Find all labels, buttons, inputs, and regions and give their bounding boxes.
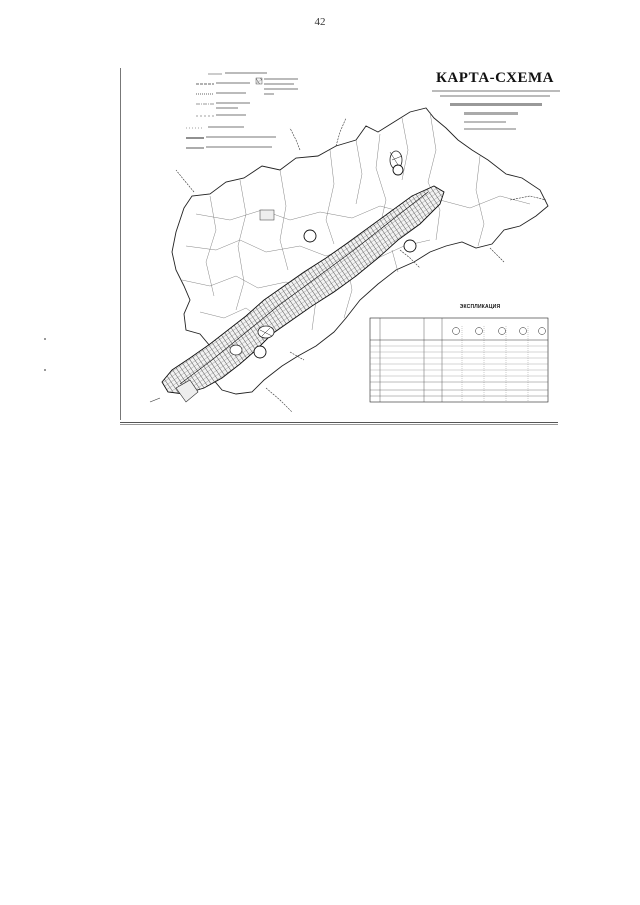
- frame-bottom-border: [120, 422, 558, 423]
- legend-placeholder: [216, 107, 238, 109]
- map-legend-symbols: [186, 72, 298, 149]
- margin-mark: [44, 369, 46, 371]
- subtitle-placeholder: [464, 112, 518, 115]
- legend-placeholder: [208, 126, 244, 128]
- legend-placeholder: [264, 83, 294, 85]
- frame-bottom-border-inner: [120, 424, 558, 425]
- page-number: 42: [314, 16, 326, 28]
- subtitle-placeholder: [464, 121, 506, 123]
- map-title: КАРТА-СХЕМА: [436, 70, 554, 86]
- legend-placeholder: [225, 72, 267, 74]
- legend-placeholder: [264, 88, 298, 90]
- district-markers: [253, 164, 417, 359]
- subtitle-placeholder: [432, 90, 560, 92]
- legend-placeholder: [216, 102, 250, 104]
- pine-forest-belt: [161, 185, 445, 395]
- settlements: [175, 150, 403, 403]
- explication-table: [369, 317, 549, 403]
- map-subtitle-block: [432, 90, 560, 130]
- roads-and-labels: [149, 117, 547, 413]
- legend-placeholder: [264, 93, 274, 95]
- subtitle-placeholder: [464, 128, 516, 130]
- legend-placeholder: [216, 114, 246, 116]
- legend-placeholder: [264, 78, 298, 80]
- subtitle-placeholder: [440, 95, 550, 97]
- subtitle-placeholder: [450, 103, 542, 106]
- margin-mark: [44, 338, 46, 340]
- frame-left-border: [120, 68, 121, 420]
- legend-placeholder: [216, 92, 246, 94]
- legend-placeholder: [206, 146, 272, 148]
- explication-title: ЭКСПЛИКАЦИЯ: [459, 304, 501, 310]
- legend-placeholder: [216, 82, 250, 84]
- legend-placeholder: [206, 136, 276, 138]
